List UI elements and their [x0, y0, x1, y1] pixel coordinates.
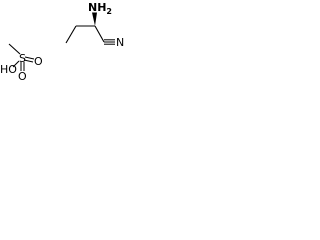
bond-ch-ch2 — [94, 25, 105, 43]
sulfonyl-oxygen-right-label: O — [34, 55, 43, 68]
nitrile-nitrogen-label: N — [116, 36, 124, 49]
hydroxyl-label: HO — [0, 63, 17, 76]
structure-drawing: NH2 N S O O HO — [0, 1, 124, 83]
amine-label-main: NH — [88, 1, 106, 14]
wedge-bond-amine — [92, 12, 97, 26]
amine-label: NH2 — [88, 1, 112, 16]
amine-label-subscript: 2 — [106, 7, 112, 16]
double-bond-so-right-2 — [23, 59, 34, 63]
sulfur-label: S — [19, 52, 26, 65]
bond-sulfur-hydroxyl — [12, 60, 20, 68]
sulfonyl-oxygen-bottom-label: O — [18, 70, 27, 83]
bond-ethyl-terminal — [65, 25, 77, 44]
double-bond-so-right-1 — [24, 56, 35, 60]
molecule-canvas: NH2 N S O O HO — [0, 0, 140, 83]
bond-methyl-sulfur — [8, 43, 21, 55]
